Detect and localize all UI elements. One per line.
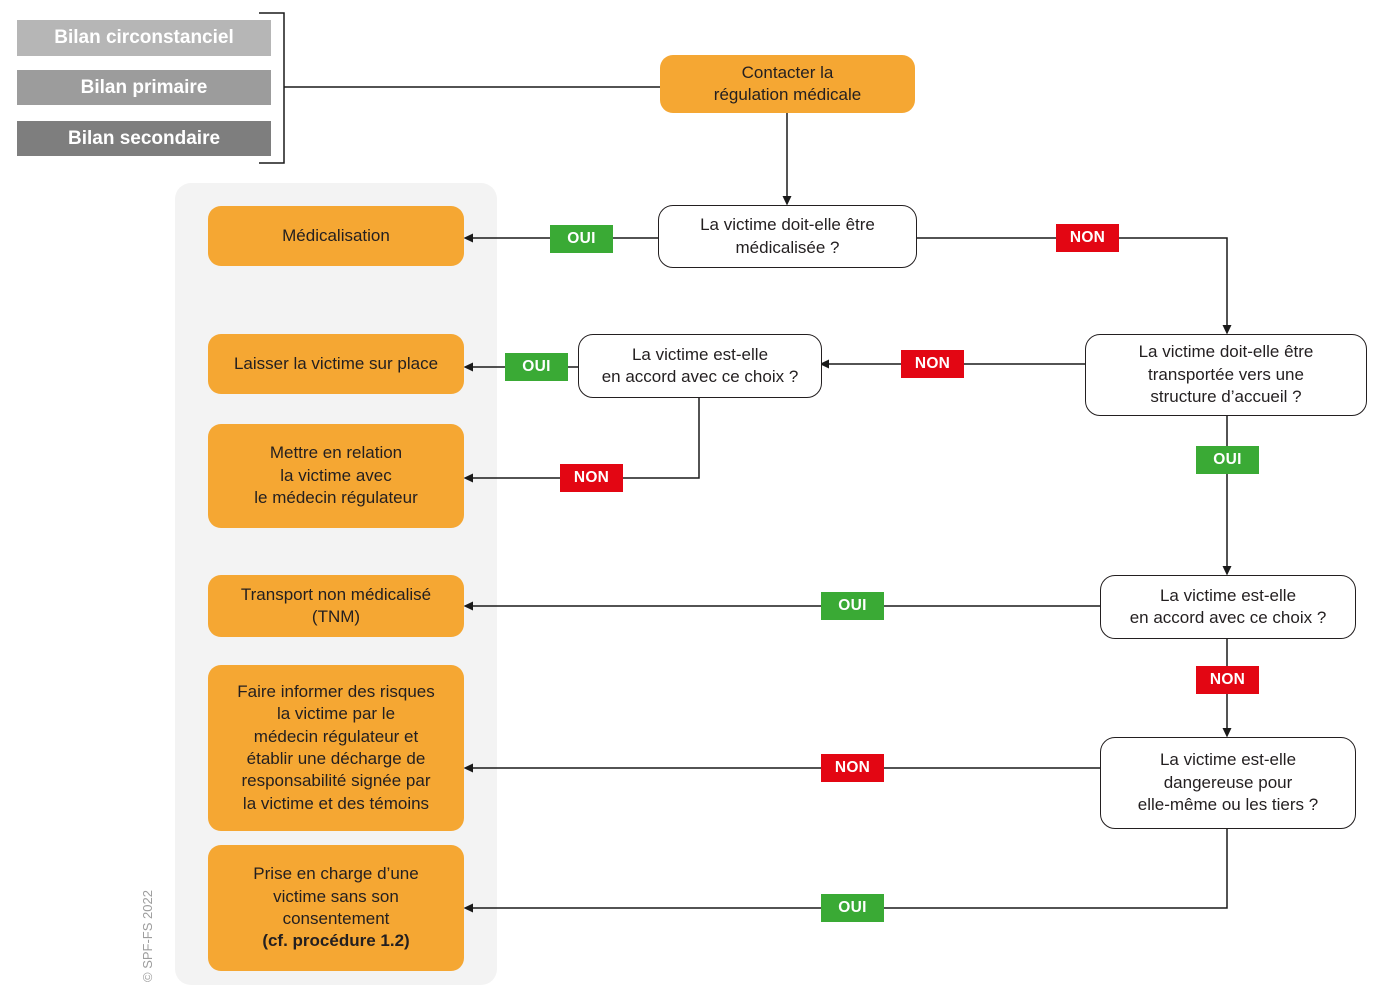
oui-badge-laisser-sur-place: OUI — [505, 353, 568, 381]
legend-bilan-circonstanciel: Bilan circonstanciel — [17, 20, 271, 56]
action-sans-consentement: Prise en charge d’une victime sans son c… — [208, 845, 464, 971]
start-node-contacter-regulation: Contacter la régulation médicale — [660, 55, 915, 113]
decision-transportee: La victime doit-elle être transportée ve… — [1085, 334, 1367, 416]
non-badge-decharge: NON — [821, 754, 884, 782]
node-note: (cf. procédure 1.2) — [262, 931, 410, 951]
badge-label: OUI — [1213, 451, 1242, 468]
node-label: Prise en charge d’une victime sans son c… — [253, 864, 419, 928]
badge-label: OUI — [522, 358, 551, 375]
oui-badge-medicalisation: OUI — [550, 225, 613, 253]
badge-label: NON — [1209, 671, 1246, 688]
badge-label: NON — [914, 355, 951, 372]
oui-badge-transport-non-medicalise: OUI — [821, 592, 884, 620]
node-label: La victime doit-elle être transportée ve… — [1138, 342, 1314, 407]
badge-label: OUI — [567, 230, 596, 247]
action-decharge-responsabilite: Faire informer des risques la victime pa… — [208, 665, 464, 831]
legend-bracket — [259, 12, 285, 164]
legend-bilan-primaire: Bilan primaire — [17, 70, 271, 105]
badge-label: OUI — [838, 899, 867, 916]
node-label: La victime est-elle en accord avec ce ch… — [601, 344, 799, 386]
legend-label: Bilan secondaire — [67, 127, 221, 149]
oui-badge-sans-consentement: OUI — [821, 894, 884, 922]
arrow-non-to-transportee — [915, 237, 1232, 335]
decision-medicalisee: La victime doit-elle être médicalisée ? — [658, 205, 917, 268]
oui-badge-accord-choix-2: OUI — [1196, 446, 1259, 474]
non-badge-mettre-en-relation: NON — [560, 464, 623, 492]
legend-bilan-secondaire: Bilan secondaire — [17, 121, 271, 156]
non-badge-dangereuse: NON — [1196, 666, 1259, 694]
non-badge-transportee: NON — [1056, 224, 1119, 252]
node-label: La victime doit-elle être médicalisée ? — [700, 215, 875, 257]
arrow-non-to-mettre-en-relation — [463, 396, 700, 483]
copyright-text: © SPF-FS 2022 — [140, 890, 155, 982]
node-label: La victime est-elle en accord avec ce ch… — [1129, 585, 1327, 627]
legend-label: Bilan primaire — [80, 76, 208, 98]
decision-dangereuse: La victime est-elle dangereuse pour elle… — [1100, 737, 1356, 829]
node-label: Contacter la régulation médicale — [713, 62, 862, 104]
action-mettre-en-relation: Mettre en relation la victime avec le mé… — [208, 424, 464, 528]
badge-label: NON — [573, 469, 610, 486]
node-label: Faire informer des risques la victime pa… — [237, 681, 435, 813]
node-label: Transport non médicalisé (TNM) — [240, 584, 432, 626]
badge-label: NON — [834, 759, 871, 776]
non-badge-accord-choix-1: NON — [901, 350, 964, 378]
action-laisser-sur-place: Laisser la victime sur place — [208, 334, 464, 394]
node-label: Laisser la victime sur place — [233, 353, 439, 373]
decision-accord-choix-2: La victime est-elle en accord avec ce ch… — [1100, 575, 1356, 639]
node-label: Mettre en relation la victime avec le mé… — [254, 443, 418, 508]
legend-label: Bilan circonstanciel — [54, 27, 234, 48]
action-transport-non-medicalise: Transport non médicalisé (TNM) — [208, 575, 464, 637]
node-label: La victime est-elle dangereuse pour elle… — [1137, 750, 1319, 815]
node-label: Médicalisation — [282, 225, 390, 245]
action-medicalisation: Médicalisation — [208, 206, 464, 266]
badge-label: OUI — [838, 597, 867, 614]
decision-accord-choix-1: La victime est-elle en accord avec ce ch… — [578, 334, 822, 398]
badge-label: NON — [1069, 229, 1106, 246]
arrow-oui-to-sans-consentement — [463, 827, 1228, 913]
